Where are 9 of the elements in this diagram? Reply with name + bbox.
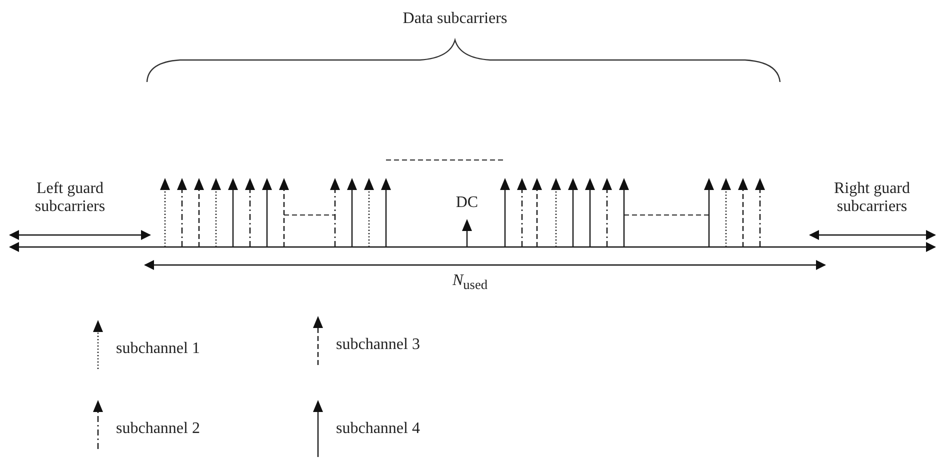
legend-label: subchannel 3 [336,336,420,354]
n-used-label: N$_{used}$ [451,272,489,292]
legend-label: subchannel 1 [116,340,200,358]
dc-label: DC [454,194,480,212]
legend-label: subchannel 4 [336,420,420,438]
axis-label: Right guard subcarriers [833,180,911,217]
axis-label: Left guard subcarriers [34,180,106,217]
axis-label: Data subcarriers [402,10,508,28]
legend-label: subchannel 2 [116,420,200,438]
